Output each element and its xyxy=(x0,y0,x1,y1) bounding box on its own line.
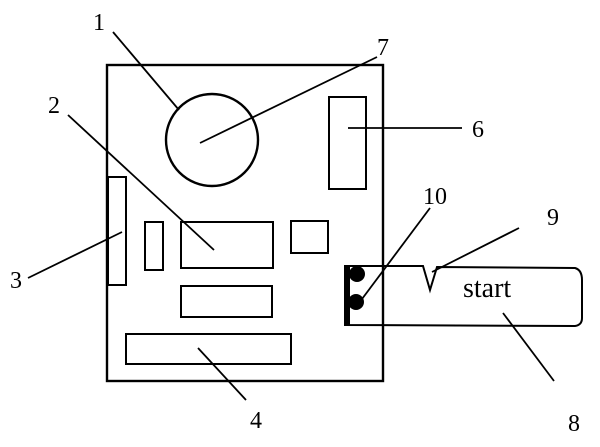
leader-8 xyxy=(502,312,555,382)
bottom-slot xyxy=(125,333,292,365)
leader-4 xyxy=(197,347,247,401)
label-8: 8 xyxy=(568,411,580,437)
label-2: 2 xyxy=(48,93,60,119)
edge-connector xyxy=(107,176,127,286)
leader-1 xyxy=(112,31,180,111)
label-4: 4 xyxy=(250,408,262,434)
label-3: 3 xyxy=(10,268,22,294)
center-chip xyxy=(180,221,274,269)
label-7: 7 xyxy=(377,35,389,61)
leader-2 xyxy=(67,114,215,251)
leader-9 xyxy=(431,227,520,273)
round-component xyxy=(164,92,260,188)
small-chip xyxy=(144,221,164,271)
label-6: 6 xyxy=(472,117,484,143)
label-1: 1 xyxy=(93,10,105,36)
tall-chip xyxy=(328,96,367,190)
card-contact-top xyxy=(349,266,365,282)
leader-10 xyxy=(358,207,431,304)
square-chip xyxy=(290,220,329,254)
leader-7 xyxy=(199,56,378,144)
card-contact-bottom xyxy=(348,294,364,310)
card-contact-strip xyxy=(345,265,350,326)
card-text: start xyxy=(463,273,511,304)
lower-chip xyxy=(180,285,273,318)
leader-3 xyxy=(27,231,123,279)
label-10: 10 xyxy=(423,184,447,210)
label-9: 9 xyxy=(547,205,559,231)
inserted-card xyxy=(344,265,583,328)
